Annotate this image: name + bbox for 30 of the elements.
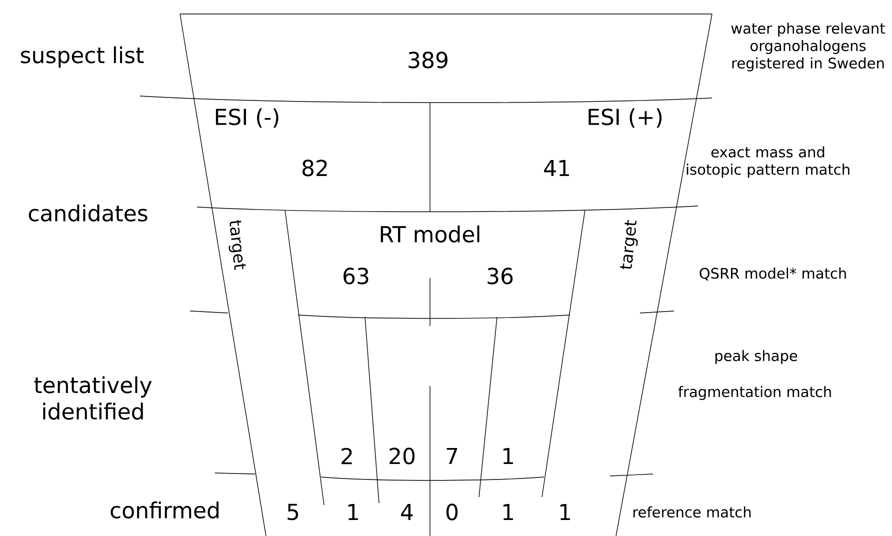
count-value: 82 — [302, 160, 327, 176]
count-value: 4 — [401, 504, 413, 520]
count-value: 1 — [503, 448, 513, 464]
criterion-note: exact mass and isotopic pattern match — [686, 146, 850, 178]
count-value: 1 — [503, 504, 513, 520]
criterion-note: fragmentation match — [678, 386, 831, 400]
method-label: target — [620, 220, 638, 270]
count-value: 63 — [344, 268, 368, 284]
count-value: 7 — [446, 448, 458, 464]
count-value: 5 — [288, 504, 298, 520]
ionization-label: ESI (+) — [588, 108, 662, 128]
criterion-note: reference match — [633, 506, 751, 518]
stage-label: suspect list — [21, 46, 144, 68]
criterion-note: peak shape — [715, 350, 798, 364]
count-value: 1 — [560, 504, 570, 520]
stage-label: tentatively identified — [34, 376, 152, 420]
method-label: RT model — [380, 225, 480, 243]
criterion-note: water phase relevant organohalogens registered in Sweden — [731, 22, 885, 72]
criterion-note: QSRR model* match — [700, 268, 846, 280]
stage-label: confirmed — [110, 501, 218, 519]
method-label: target — [228, 220, 246, 270]
count-value: 1 — [348, 504, 358, 520]
count-value: 2 — [342, 448, 352, 464]
ionization-label: ESI (-) — [216, 108, 278, 128]
count-value: 0 — [446, 504, 458, 520]
count-value: 20 — [390, 448, 415, 464]
stage-label: candidates — [28, 204, 148, 222]
count-value: 41 — [544, 160, 569, 176]
count-value: 36 — [488, 268, 513, 284]
count-value: 389 — [408, 52, 448, 68]
